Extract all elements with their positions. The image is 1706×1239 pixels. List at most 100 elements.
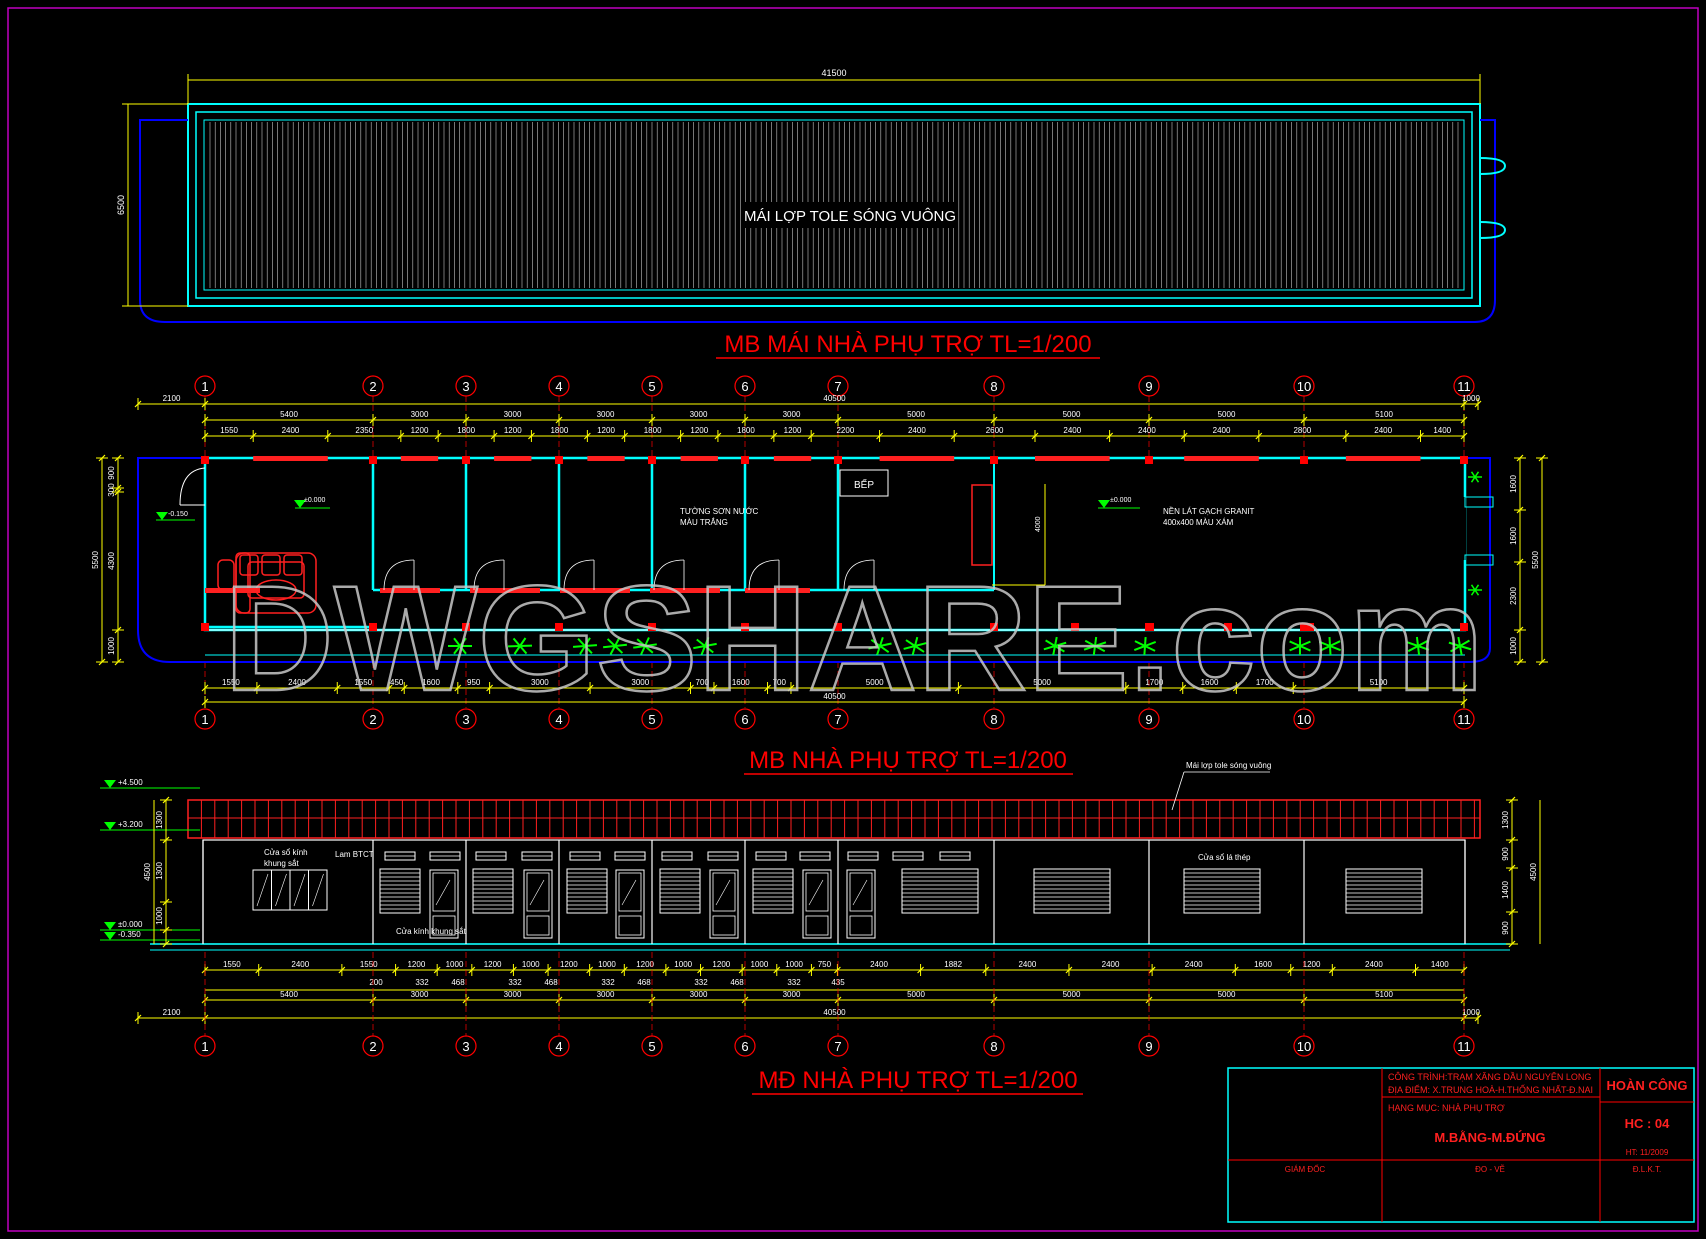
glass-door-hatch — [529, 879, 545, 906]
el-row1-text: 1000 — [751, 960, 769, 969]
level-marker-3: -0.150 — [156, 511, 195, 521]
axis-bubble — [641, 1035, 663, 1057]
el-right-detail-slash — [1508, 836, 1516, 844]
el-row1-slash — [620, 966, 628, 974]
plant-leaf — [1459, 639, 1470, 647]
glass-door-hatch — [852, 879, 868, 906]
plant-leaf — [606, 638, 616, 647]
fp-top-spans-slash — [1145, 416, 1153, 424]
axis-label: 4 — [555, 379, 562, 394]
el-row2-text: 332 — [415, 978, 429, 987]
vent-window — [939, 851, 971, 861]
fp-bottom-detail-slash — [454, 684, 462, 692]
floor-plan-windows — [205, 456, 1421, 593]
el-row1-text: 2400 — [1018, 960, 1036, 969]
axis-label: 1 — [201, 712, 208, 727]
column — [648, 623, 656, 631]
elevation-title: MĐ NHÀ PHỤ TRỢ TL=1/200 — [758, 1067, 1077, 1094]
fp-bottom-detail-text: 5000 — [866, 678, 884, 687]
counter-box — [971, 484, 993, 566]
axis-label: 1 — [201, 1039, 208, 1054]
el-row1-slash — [468, 966, 476, 974]
el-overall-text: 1000 — [1462, 1008, 1480, 1017]
glazed-window-hatch — [256, 873, 269, 907]
plant-leaf — [1094, 641, 1107, 647]
glass-door-panel — [849, 915, 873, 936]
fp-top-detail-text: 2400 — [1213, 426, 1231, 435]
glass-door-frame — [846, 869, 876, 939]
shutter-window — [566, 868, 608, 914]
el-row1-slash — [1412, 966, 1419, 974]
tb-checker: Đ.L.K.T. — [1633, 1165, 1661, 1174]
axis-bubble — [827, 1035, 849, 1057]
level-arrow — [104, 822, 116, 830]
el-row1-slash — [255, 966, 263, 974]
door-swing — [563, 559, 595, 591]
el-row3-text: 5400 — [280, 990, 298, 999]
el-left-detail-text: 1000 — [155, 907, 164, 925]
plant-leaf — [1084, 639, 1096, 647]
level-arrow — [104, 780, 116, 788]
plant-leaf — [614, 645, 624, 654]
fp-top-detail-text: 1800 — [644, 426, 662, 435]
window-opening-front — [745, 588, 810, 593]
el-row2-text: 200 — [369, 978, 383, 987]
plant-leaf — [879, 636, 884, 647]
plant-leaf — [1052, 645, 1056, 656]
axis-label: 2 — [369, 712, 376, 727]
window-opening — [773, 456, 812, 461]
fp-top-detail-slash — [1342, 432, 1350, 440]
fp-top-spans-text: 3000 — [504, 410, 522, 419]
column — [1071, 623, 1079, 631]
elevation-roof-note: Mái lợp tole sóng vuông — [1186, 761, 1271, 770]
el-row1-slash — [738, 966, 746, 974]
axis-bubble — [1138, 375, 1160, 397]
el-row2-text: 468 — [637, 978, 651, 987]
plant-leaf — [1448, 641, 1461, 647]
glass-door-frame — [429, 869, 459, 939]
glass-door-glass — [712, 872, 736, 912]
plant-leaf — [603, 645, 616, 649]
axis-bubble — [827, 375, 849, 397]
el-row1-text: 1400 — [1431, 960, 1449, 969]
shutter-window-frame — [379, 868, 421, 914]
glass-door-glass — [432, 872, 456, 912]
glass-door-glass — [849, 872, 873, 912]
fp-top-detail-slash — [807, 432, 815, 440]
fp-top-overall-text: 1000 — [1462, 394, 1480, 403]
fp-bottom-detail-text: 700 — [696, 678, 710, 687]
plant-leaf — [870, 638, 881, 647]
el-right-detail-text: 900 — [1501, 847, 1510, 861]
plant-leaf — [512, 637, 521, 647]
plant-leaf — [1459, 645, 1463, 656]
plant-leaf — [704, 645, 714, 654]
column — [369, 456, 377, 464]
entrance-door-swing — [179, 467, 206, 506]
glass-door — [802, 869, 832, 939]
plant-icon — [1133, 636, 1157, 656]
floor-note-line-2: 400x400 MÀU XÁM — [1163, 518, 1234, 527]
fp-top-spans-text: 3000 — [597, 410, 615, 419]
fp-bottom-detail-text: 1600 — [422, 678, 440, 687]
fp-top-spans-slash — [834, 416, 842, 424]
plant-icon — [1043, 636, 1067, 656]
el-row3-text: 3000 — [411, 990, 429, 999]
glass-door — [709, 869, 739, 939]
el-row1-slash — [1148, 966, 1156, 974]
column — [1306, 623, 1314, 631]
fp-top-detail-slash — [1180, 432, 1188, 440]
fp-bottom-detail-slash — [1232, 684, 1240, 692]
svg-text:±0.000: ±0.000 — [304, 497, 325, 504]
column — [741, 623, 749, 631]
fp-bottom-detail-slash — [687, 684, 694, 692]
floor-plan-slab-outline — [137, 457, 1491, 663]
el-right-detail-slash — [1508, 796, 1516, 804]
plant-leaf — [1144, 640, 1157, 647]
plant-leaf — [1043, 645, 1056, 651]
fp-right-detail-slash — [1516, 558, 1524, 566]
fp-bottom-detail-slash — [253, 684, 261, 692]
plant-leaf — [519, 645, 528, 655]
fp-top-spans-slash — [369, 416, 377, 424]
fp-top-overall-slash — [1474, 400, 1482, 408]
